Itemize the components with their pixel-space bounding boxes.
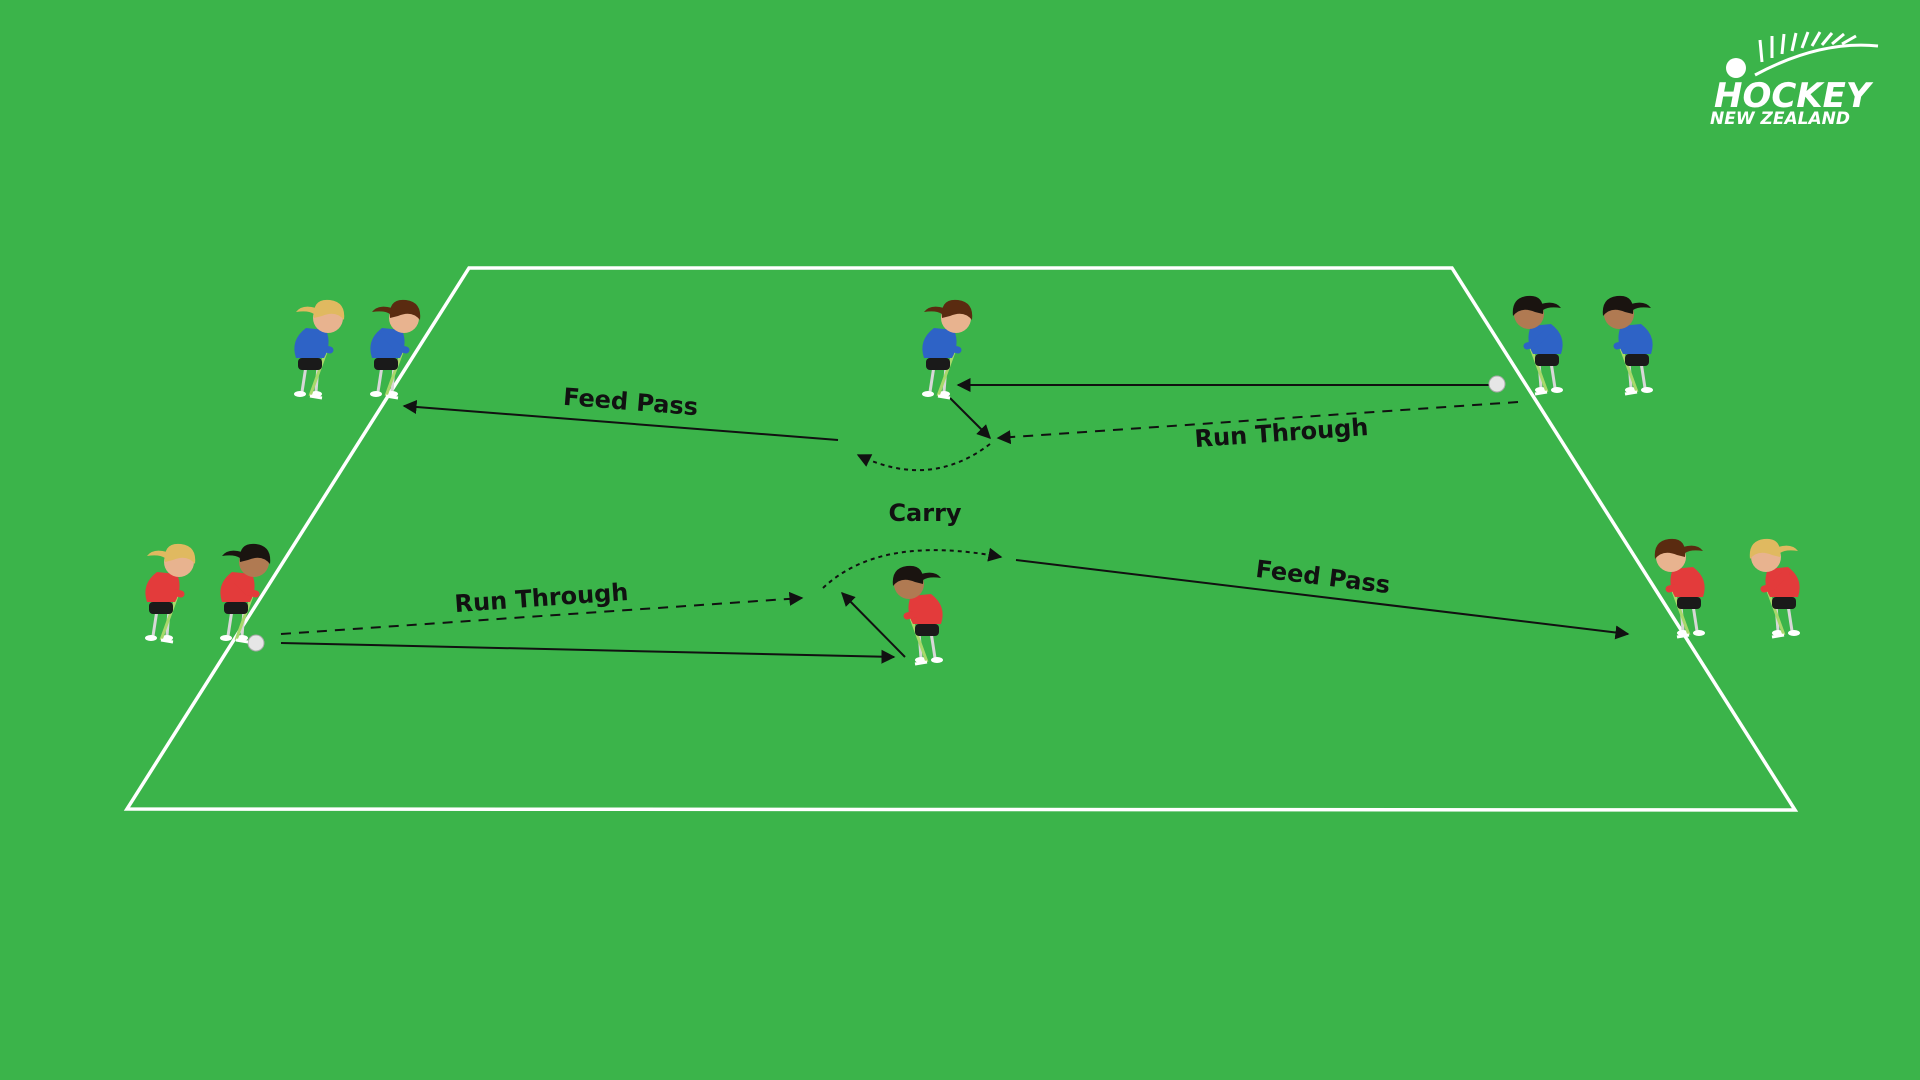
hockey-nz-logo: HOCKEY NEW ZEALAND bbox=[1710, 31, 1879, 129]
label-run-through-bottom: Run Through bbox=[454, 578, 630, 618]
label-feed-pass-bottom: Feed Pass bbox=[1254, 555, 1392, 599]
label-feed-pass-top: Feed Pass bbox=[562, 383, 699, 422]
arrow-bottom-carry bbox=[822, 547, 1003, 589]
fern-icon bbox=[1754, 31, 1879, 77]
arrow-bottom-feed-pass bbox=[1015, 559, 1630, 640]
arrow-top-center-move bbox=[949, 397, 991, 439]
arrows bbox=[280, 378, 1630, 664]
label-carry: Carry bbox=[888, 499, 961, 527]
ball-icon bbox=[1726, 58, 1746, 78]
arrow-top-feed-pass bbox=[402, 400, 839, 441]
logo-line1: HOCKEY bbox=[1714, 76, 1874, 116]
ball-top-right bbox=[1488, 375, 1506, 393]
player-top-left-1 bbox=[292, 299, 345, 400]
player-top-right-1 bbox=[1512, 295, 1565, 396]
arrow-bottom-pass bbox=[280, 642, 896, 664]
logo-line2: NEW ZEALAND bbox=[1710, 109, 1850, 129]
player-bottom-right-1 bbox=[1654, 538, 1707, 639]
arrow-bottom-center-move bbox=[841, 592, 906, 658]
player-top-center bbox=[920, 299, 973, 400]
label-run-through-top: Run Through bbox=[1194, 413, 1370, 453]
player-bottom-center bbox=[892, 565, 945, 666]
player-bottom-left-2 bbox=[218, 543, 271, 644]
arrow-bottom-run-through bbox=[280, 591, 804, 635]
arrow-top-run-through bbox=[996, 401, 1519, 445]
arrow-top-carry bbox=[856, 443, 991, 472]
player-bottom-right-2 bbox=[1749, 538, 1802, 639]
player-top-right-2 bbox=[1602, 295, 1655, 396]
player-top-left-2 bbox=[368, 299, 421, 400]
players bbox=[143, 295, 1802, 666]
player-bottom-left-1 bbox=[143, 543, 196, 644]
ball-bottom-left bbox=[247, 634, 265, 652]
